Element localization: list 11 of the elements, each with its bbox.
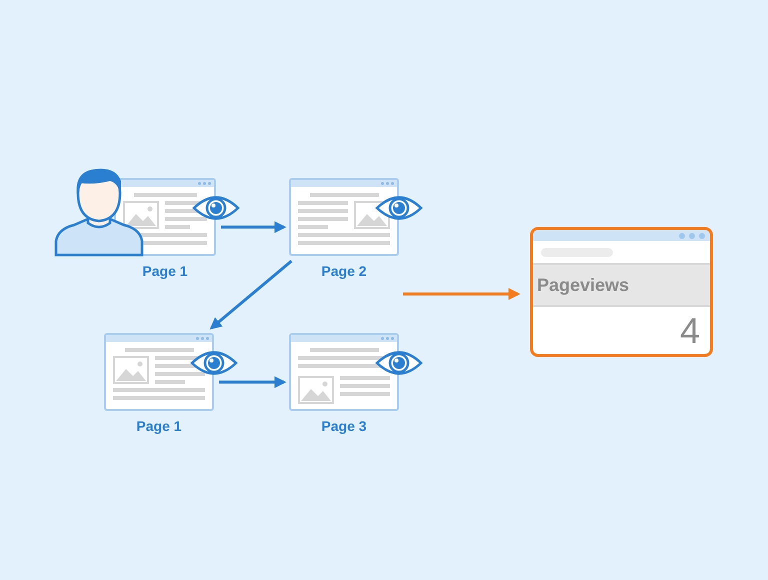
page-label: Page 3 [320,417,368,436]
page-label: Page 1 [135,417,183,436]
metric-value: 4 [680,312,700,348]
arrow [210,260,292,330]
page-label: Page 1 [141,262,189,281]
arrow [219,376,286,388]
arrow [403,288,520,300]
analytics-panel [530,227,713,357]
arrow [221,221,286,234]
page-label: Page 2 [320,262,368,281]
metric-name: Pageviews [537,274,630,297]
